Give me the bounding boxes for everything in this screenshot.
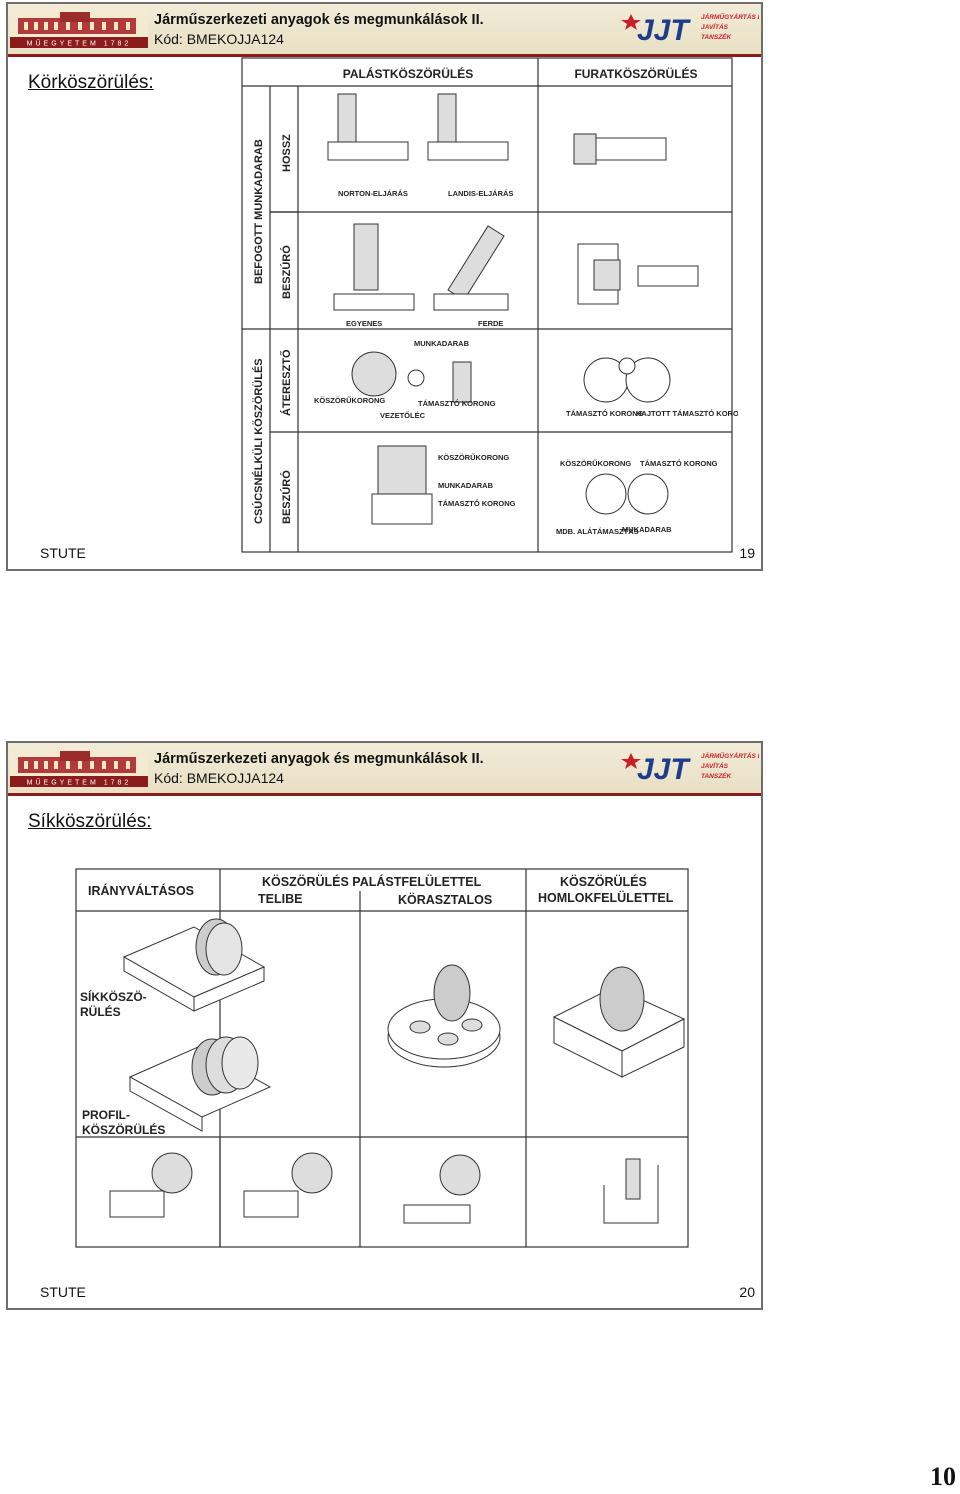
label-sikkoszorules-2: RÜLÉS [80, 1004, 121, 1019]
department-logo: JJT JÁRMŰGYÁRTÁS ÉS JAVÍTÁS TANSZÉK [621, 12, 759, 47]
svg-text:JJT: JJT [637, 753, 691, 786]
label-koszorukorong2: KÖSZÖRŰKORONG [438, 453, 509, 462]
header-palast: KÖSZÖRÜLÉS PALÁSTFELÜLETTEL [262, 874, 482, 889]
row-beszuro-1: BESZÚRÓ [280, 245, 293, 299]
row-befogott: BEFOGOTT MUNKADARAB [253, 139, 265, 284]
label-profil-1: PROFIL- [82, 1108, 130, 1122]
row-hossz: HOSSZ [281, 134, 293, 172]
slide-19: MŰEGYETEM 1782 Járműszerkezeti anyagok é… [6, 2, 763, 571]
label-munkadarab: MUNKADARAB [414, 339, 470, 348]
cylindrical-grinding-figure: PALÁSTKÖSZÖRÜLÉS FURATKÖSZÖRÜLÉS BEFOGOT… [241, 57, 738, 553]
label-vezetolec: VEZETŐLÉC [380, 411, 426, 420]
header-homlok-2: HOMLOKFELÜLETTEL [538, 890, 674, 905]
label-tamaszto3: TÁMASZTÓ KORONG [438, 499, 516, 508]
label-sikkoszorules-1: SÍKKÖSZÖ- [80, 989, 147, 1004]
university-logo: MŰEGYETEM 1782 [10, 749, 148, 787]
svg-text:JAVÍTÁS: JAVÍTÁS [701, 22, 729, 31]
header-homlok-1: KÖSZÖRÜLÉS [560, 874, 647, 889]
slide-footer: STUTE [40, 1284, 86, 1300]
course-code: Kód: BMEKOJJA124 [154, 31, 284, 47]
label-profil-2: KÖSZÖRÜLÉS [82, 1122, 165, 1137]
course-title: Járműszerkezeti anyagok és megmunkálások… [154, 751, 484, 767]
svg-text:TANSZÉK: TANSZÉK [701, 771, 733, 780]
slide-title: Körköszörülés: [28, 72, 154, 93]
svg-text:JÁRMŰGYÁRTÁS ÉS: JÁRMŰGYÁRTÁS ÉS [701, 12, 759, 21]
label-tamaszto: TÁMASZTÓ KORONG [418, 399, 496, 408]
university-logo: MŰEGYETEM 1782 [10, 10, 148, 48]
label-tamaszto4: TÁMASZTÓ KORONG [640, 459, 718, 468]
svg-text:JÁRMŰGYÁRTÁS ÉS: JÁRMŰGYÁRTÁS ÉS [701, 751, 759, 760]
slide-header: MŰEGYETEM 1782 Járműszerkezeti anyagok é… [8, 4, 761, 57]
label-munkadarab2: MUNKADARAB [438, 481, 494, 490]
label-egyenes: EGYENES [346, 319, 382, 328]
header-iranyvaltasos: IRÁNYVÁLTÁSOS [88, 883, 194, 898]
slide-20: MŰEGYETEM 1782 Járműszerkezeti anyagok é… [6, 741, 763, 1310]
slide-header: MŰEGYETEM 1782 Járműszerkezeti anyagok é… [8, 743, 761, 796]
svg-text:MŰEGYETEM 1782: MŰEGYETEM 1782 [27, 778, 132, 787]
slide-title: Síkköszörülés: [28, 811, 152, 832]
label-mukadarab: MUKADARAB [622, 525, 672, 534]
slide-page-number: 19 [739, 545, 755, 561]
row-beszuro-2: BESZÚRÓ [280, 470, 293, 524]
label-landis: LANDIS-ELJÁRÁS [448, 189, 513, 198]
slide-footer: STUTE [40, 545, 86, 561]
course-title: Járműszerkezeti anyagok és megmunkálások… [154, 12, 484, 28]
label-koszorukorong3: KÖSZÖRŰKORONG [560, 459, 631, 468]
slide-page-number: 20 [739, 1284, 755, 1300]
department-logo: JJT JÁRMŰGYÁRTÁS ÉS JAVÍTÁS TANSZÉK [621, 751, 759, 786]
row-atereszto: ÁTERESZTŐ [280, 349, 293, 416]
label-hajtott: HAJTOTT TÁMASZTÓ KORONG [636, 409, 738, 418]
document-page-number: 10 [930, 1462, 956, 1491]
surface-grinding-figure: IRÁNYVÁLTÁSOS KÖSZÖRÜLÉS PALÁSTFELÜLETTE… [75, 868, 689, 1248]
svg-text:JAVÍTÁS: JAVÍTÁS [701, 761, 729, 770]
label-koszorukorong: KÖSZÖRŰKORONG [314, 396, 385, 405]
header-palast: PALÁSTKÖSZÖRÜLÉS [343, 66, 473, 81]
label-norton: NORTON-ELJÁRÁS [338, 189, 408, 198]
label-tamaszto-korong2: TÁMASZTÓ KORONG [566, 409, 644, 418]
label-mdb: MDB. ALÁTÁMASZTÁS [556, 527, 639, 536]
header-koraszt: KÖRASZTALOS [398, 892, 492, 907]
svg-text:TANSZÉK: TANSZÉK [701, 32, 733, 41]
svg-text:JJT: JJT [637, 14, 691, 47]
header-furat: FURATKÖSZÖRÜLÉS [574, 66, 697, 81]
svg-text:MŰEGYETEM 1782: MŰEGYETEM 1782 [27, 39, 132, 48]
row-csucsnelkuli: CSÚCSNÉLKÜLI KÖSZÖRÜLÉS [252, 358, 265, 524]
header-telibe: TELIBE [258, 892, 302, 906]
label-ferde: FERDE [478, 319, 503, 328]
course-code: Kód: BMEKOJJA124 [154, 770, 284, 786]
